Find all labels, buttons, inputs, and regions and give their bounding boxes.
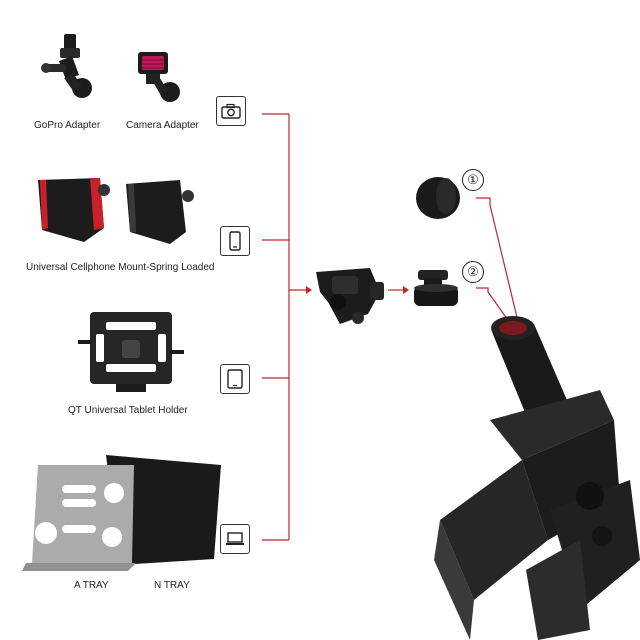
cellphone-mount-label: Universal Cellphone Mount-Spring Loaded bbox=[26, 262, 215, 273]
laptop-icon bbox=[226, 532, 244, 545]
camera-adapter-label: Camera Adapter bbox=[126, 120, 199, 131]
tablet-icon bbox=[227, 369, 243, 389]
gopro-adapter-image bbox=[41, 34, 92, 98]
swivel-adapter-image bbox=[316, 268, 384, 324]
gopro-adapter-label: GoPro Adapter bbox=[34, 120, 101, 131]
tablet-holder-image bbox=[78, 312, 184, 392]
camera-adapter-image bbox=[138, 52, 180, 102]
a-tray-label: A TRAY bbox=[74, 580, 109, 591]
tablet-holder-label: QT Universal Tablet Holder bbox=[68, 405, 188, 416]
callout-two: ② bbox=[462, 261, 484, 283]
callout-one: ① bbox=[462, 169, 484, 191]
trays-image bbox=[22, 455, 221, 571]
camera-icon-box bbox=[216, 96, 246, 126]
cellphone-mount-image bbox=[38, 178, 194, 244]
phone-icon bbox=[229, 231, 241, 251]
cap-image bbox=[416, 177, 460, 219]
laptop-icon-box bbox=[220, 524, 250, 554]
tablet-icon-box bbox=[220, 364, 250, 394]
n-tray-label: N TRAY bbox=[154, 580, 190, 591]
phone-icon-box bbox=[220, 226, 250, 256]
mount-stud-image bbox=[414, 270, 458, 306]
mount-rig-image bbox=[434, 316, 640, 640]
camera-icon bbox=[221, 103, 241, 119]
